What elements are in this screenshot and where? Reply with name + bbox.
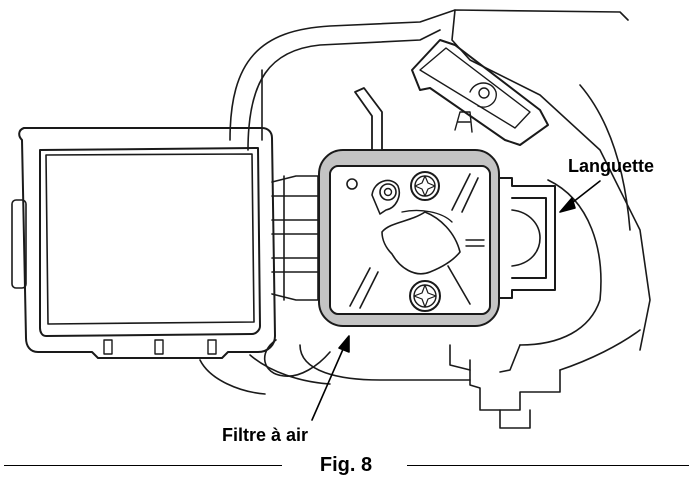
cover-hinge xyxy=(271,175,319,301)
upper-screw xyxy=(410,171,440,201)
figure-caption: Fig. 8 xyxy=(0,454,693,478)
lower-screw xyxy=(409,280,441,312)
callout-arrow-filter xyxy=(311,335,350,421)
tab-label: Languette xyxy=(568,156,655,176)
filter-housing-interior xyxy=(329,165,491,315)
hose xyxy=(263,339,331,377)
callout-arrow-tab xyxy=(559,180,601,213)
air-filter-label: Filtre à air xyxy=(222,425,309,445)
caption-rule-left xyxy=(4,465,282,466)
filter-cover xyxy=(11,127,276,359)
engine-housing xyxy=(199,9,651,429)
caption-text: Fig. 8 xyxy=(319,454,373,476)
caption-rule-right xyxy=(407,465,689,466)
upper-clip xyxy=(411,39,549,146)
filter-tab xyxy=(498,177,556,299)
choke-rod xyxy=(354,87,383,151)
